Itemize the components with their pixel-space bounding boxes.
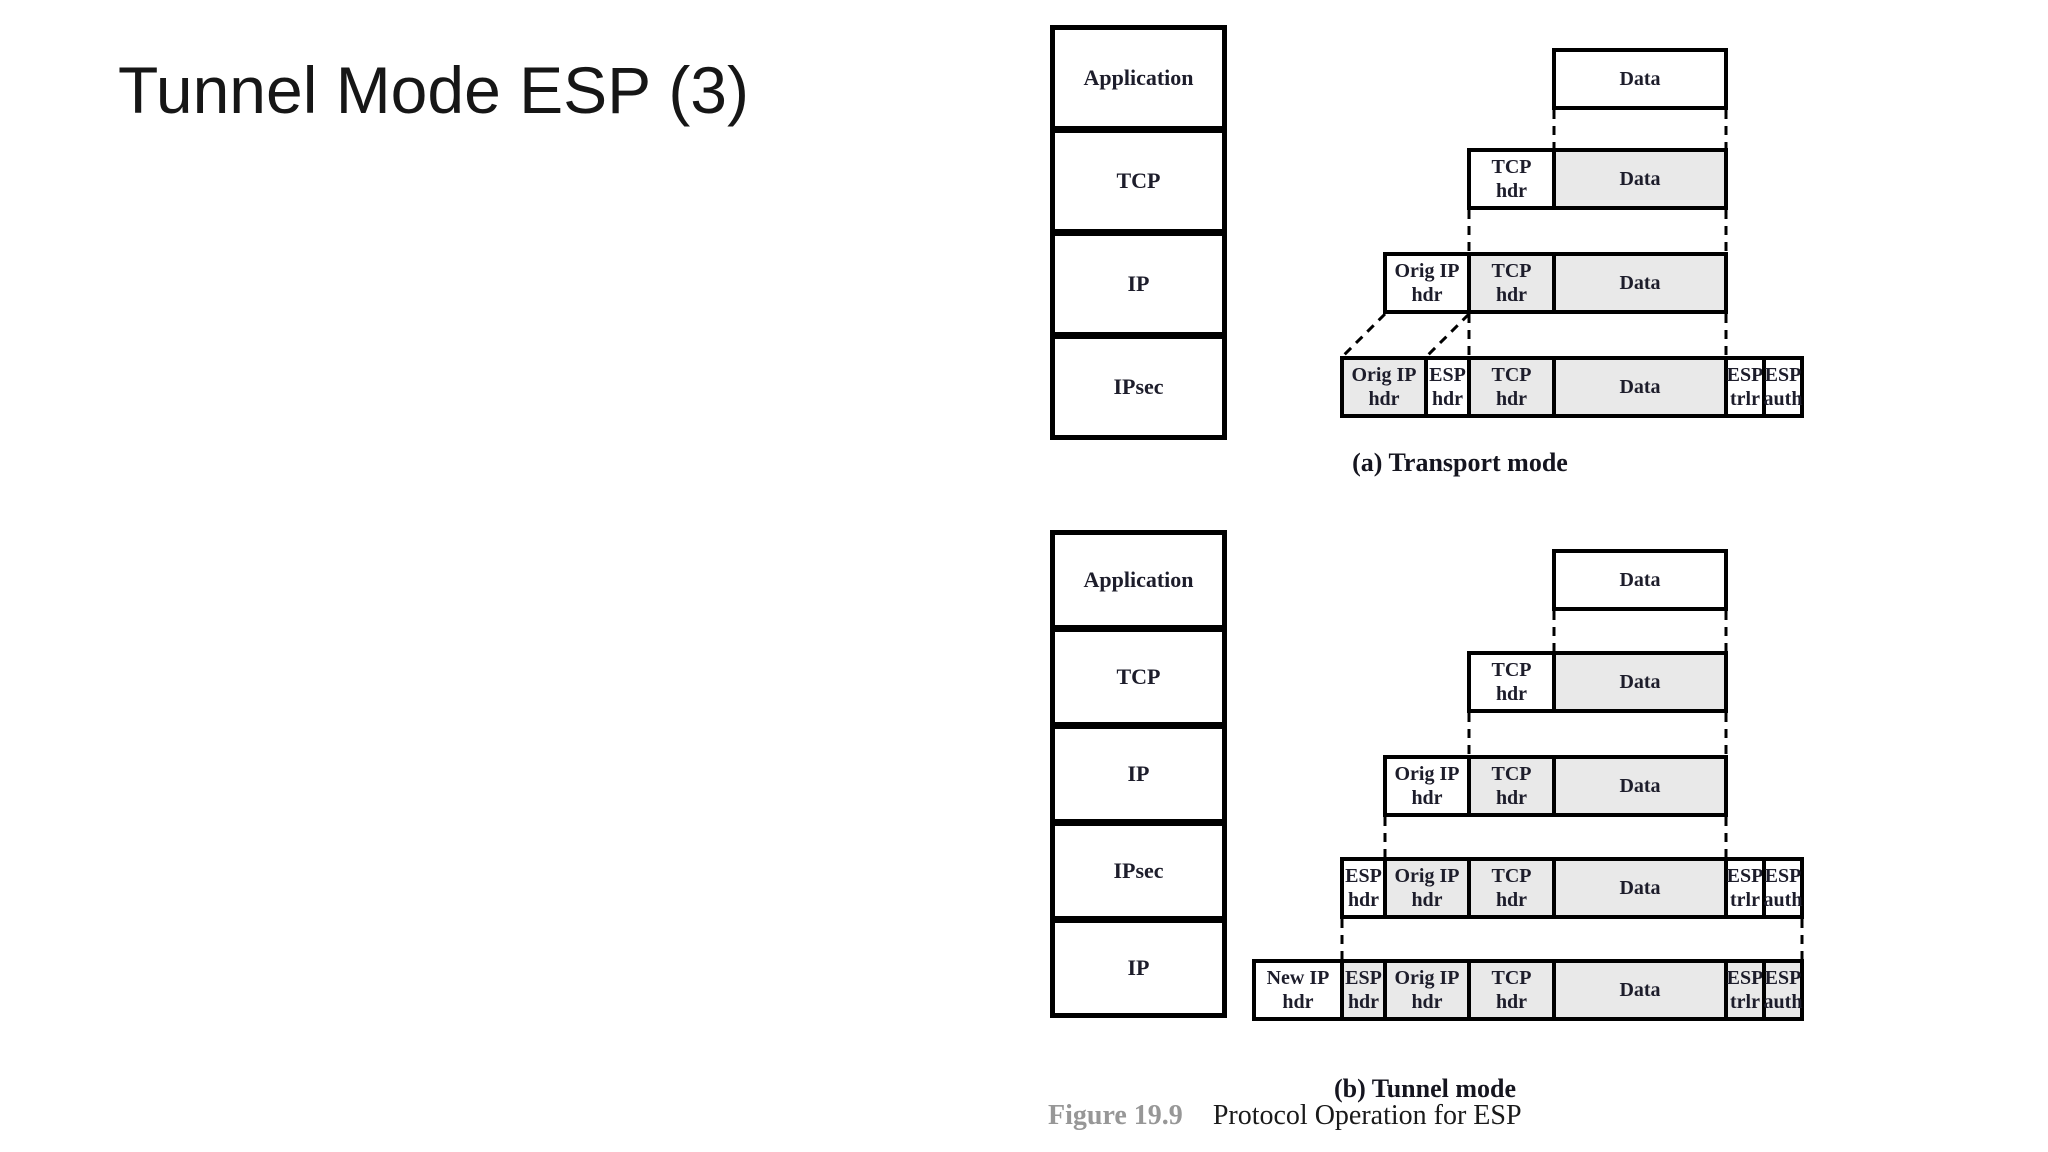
packet-cell-esp-hdr: ESP hdr	[1340, 959, 1387, 1021]
stack-layer-application: Application	[1050, 530, 1227, 630]
packet-cell-esp-hdr: ESP hdr	[1340, 857, 1387, 919]
stack-layer-ip: IP	[1050, 231, 1227, 337]
packet-cell-data: Data	[1552, 959, 1728, 1021]
figure-caption-label: Figure 19.9	[1048, 1100, 1183, 1131]
packet-cell-orig-ip-hdr: Orig IP hdr	[1383, 857, 1471, 919]
transport-caption: (a) Transport mode	[1352, 448, 1568, 477]
packet-cell-tcp-hdr: TCP hdr	[1467, 651, 1556, 713]
packet-cell-data: Data	[1552, 48, 1728, 110]
packet-cell-tcp-hdr: TCP hdr	[1467, 148, 1556, 210]
stack-layer-tcp: TCP	[1050, 627, 1227, 727]
packet-cell-data: Data	[1552, 148, 1728, 210]
stack-layer-ipsec: IPsec	[1050, 821, 1227, 921]
packet-cell-esp-trlr: ESP trlr	[1724, 857, 1766, 919]
slide-title: Tunnel Mode ESP (3)	[118, 53, 749, 127]
packet-cell-orig-ip-hdr: Orig IP hdr	[1383, 252, 1471, 314]
packet-cell-orig-ip-hdr: Orig IP hdr	[1383, 959, 1471, 1021]
packet-cell-esp-auth: ESP auth	[1762, 959, 1804, 1021]
packet-cell-tcp-hdr: TCP hdr	[1467, 959, 1556, 1021]
packet-cell-tcp-hdr: TCP hdr	[1467, 356, 1556, 418]
packet-cell-data: Data	[1552, 651, 1728, 713]
packet-cell-data: Data	[1552, 356, 1728, 418]
stack-layer-ip-outer: IP	[1050, 918, 1227, 1018]
packet-cell-data: Data	[1552, 549, 1728, 611]
packet-cell-orig-ip-hdr: Orig IP hdr	[1340, 356, 1428, 418]
packet-cell-esp-hdr: ESP hdr	[1424, 356, 1471, 418]
stack-layer-ipsec: IPsec	[1050, 334, 1227, 440]
packet-cell-esp-auth: ESP auth	[1762, 857, 1804, 919]
packet-cell-data: Data	[1552, 857, 1728, 919]
stack-layer-tcp: TCP	[1050, 128, 1227, 234]
packet-cell-tcp-hdr: TCP hdr	[1467, 252, 1556, 314]
figure-caption-text: Protocol Operation for ESP	[1212, 1100, 1522, 1131]
packet-cell-orig-ip-hdr: Orig IP hdr	[1383, 755, 1471, 817]
stack-layer-application: Application	[1050, 25, 1227, 131]
packet-cell-tcp-hdr: TCP hdr	[1467, 857, 1556, 919]
packet-cell-tcp-hdr: TCP hdr	[1467, 755, 1556, 817]
stack-layer-ip: IP	[1050, 724, 1227, 824]
packet-cell-data: Data	[1552, 755, 1728, 817]
packet-cell-new-ip-hdr: New IP hdr	[1252, 959, 1344, 1021]
tunnel-caption: (b) Tunnel mode	[1333, 1074, 1517, 1103]
packet-cell-data: Data	[1552, 252, 1728, 314]
packet-cell-esp-trlr: ESP trlr	[1724, 356, 1766, 418]
figure-caption: Figure 19.9 Protocol Operation for ESP	[1048, 1100, 1522, 1132]
packet-cell-esp-trlr: ESP trlr	[1724, 959, 1766, 1021]
packet-cell-esp-auth: ESP auth	[1762, 356, 1804, 418]
